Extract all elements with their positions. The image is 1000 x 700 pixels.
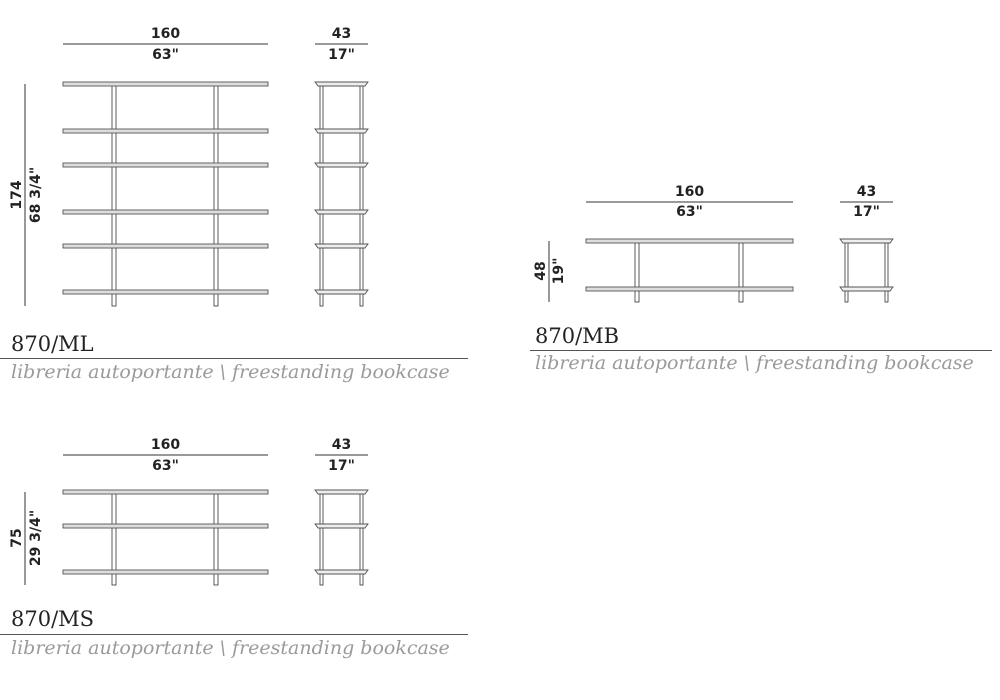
width-in: 63" — [152, 458, 179, 474]
front-shelf — [62, 128, 269, 134]
width-in: 63" — [152, 47, 179, 63]
side-shelf — [314, 209, 369, 215]
front-shelf — [585, 286, 794, 292]
product-description: libreria autoportante \ freestanding boo… — [535, 352, 974, 374]
side-shelf — [314, 243, 369, 249]
side-leg — [884, 240, 889, 303]
product-description: libreria autoportante \ freestanding boo… — [11, 361, 450, 383]
width-cm: 160 — [150, 26, 181, 42]
depth-cm: 43 — [856, 184, 877, 200]
width-in: 63" — [676, 204, 703, 220]
side-leg — [319, 83, 324, 307]
divider — [0, 358, 468, 359]
side-leg — [844, 240, 849, 303]
divider — [0, 634, 468, 635]
product-code: 870/MB — [535, 324, 620, 348]
depth-in: 17" — [328, 47, 355, 63]
depth-cm: 43 — [331, 437, 352, 453]
product-code: 870/ML — [11, 332, 94, 356]
height-cm: 174 — [9, 180, 25, 210]
front-shelf — [62, 243, 269, 249]
height-in: 29 3/4" — [28, 509, 44, 567]
side-shelf — [314, 523, 369, 529]
height-cm: 48 — [533, 261, 549, 281]
front-shelf — [62, 569, 269, 575]
product-code: 870/MS — [11, 607, 95, 631]
side-shelf — [314, 162, 369, 168]
side-shelf — [314, 128, 369, 134]
divider — [530, 350, 992, 351]
front-shelf — [62, 162, 269, 168]
side-shelf — [314, 81, 369, 87]
height-in: 68 3/4" — [28, 166, 44, 224]
depth-in: 17" — [328, 458, 355, 474]
front-shelf — [62, 523, 269, 529]
height-cm: 75 — [9, 528, 25, 548]
width-cm: 160 — [150, 437, 181, 453]
height-in: 19" — [551, 257, 567, 285]
front-leg — [213, 83, 219, 307]
front-shelf — [62, 289, 269, 295]
depth-cm: 43 — [331, 26, 352, 42]
depth-in: 17" — [853, 204, 880, 220]
side-shelf — [314, 569, 369, 575]
front-leg — [738, 240, 744, 303]
side-shelf — [314, 489, 369, 495]
front-leg — [111, 83, 117, 307]
front-shelf — [62, 209, 269, 215]
side-shelf — [839, 286, 894, 292]
side-shelf — [314, 289, 369, 295]
side-shelf — [839, 238, 894, 244]
front-leg — [634, 240, 640, 303]
front-shelf — [62, 489, 269, 495]
product-description: libreria autoportante \ freestanding boo… — [11, 637, 450, 659]
front-shelf — [62, 81, 269, 87]
side-leg — [359, 83, 364, 307]
front-shelf — [585, 238, 794, 244]
width-cm: 160 — [674, 184, 705, 200]
